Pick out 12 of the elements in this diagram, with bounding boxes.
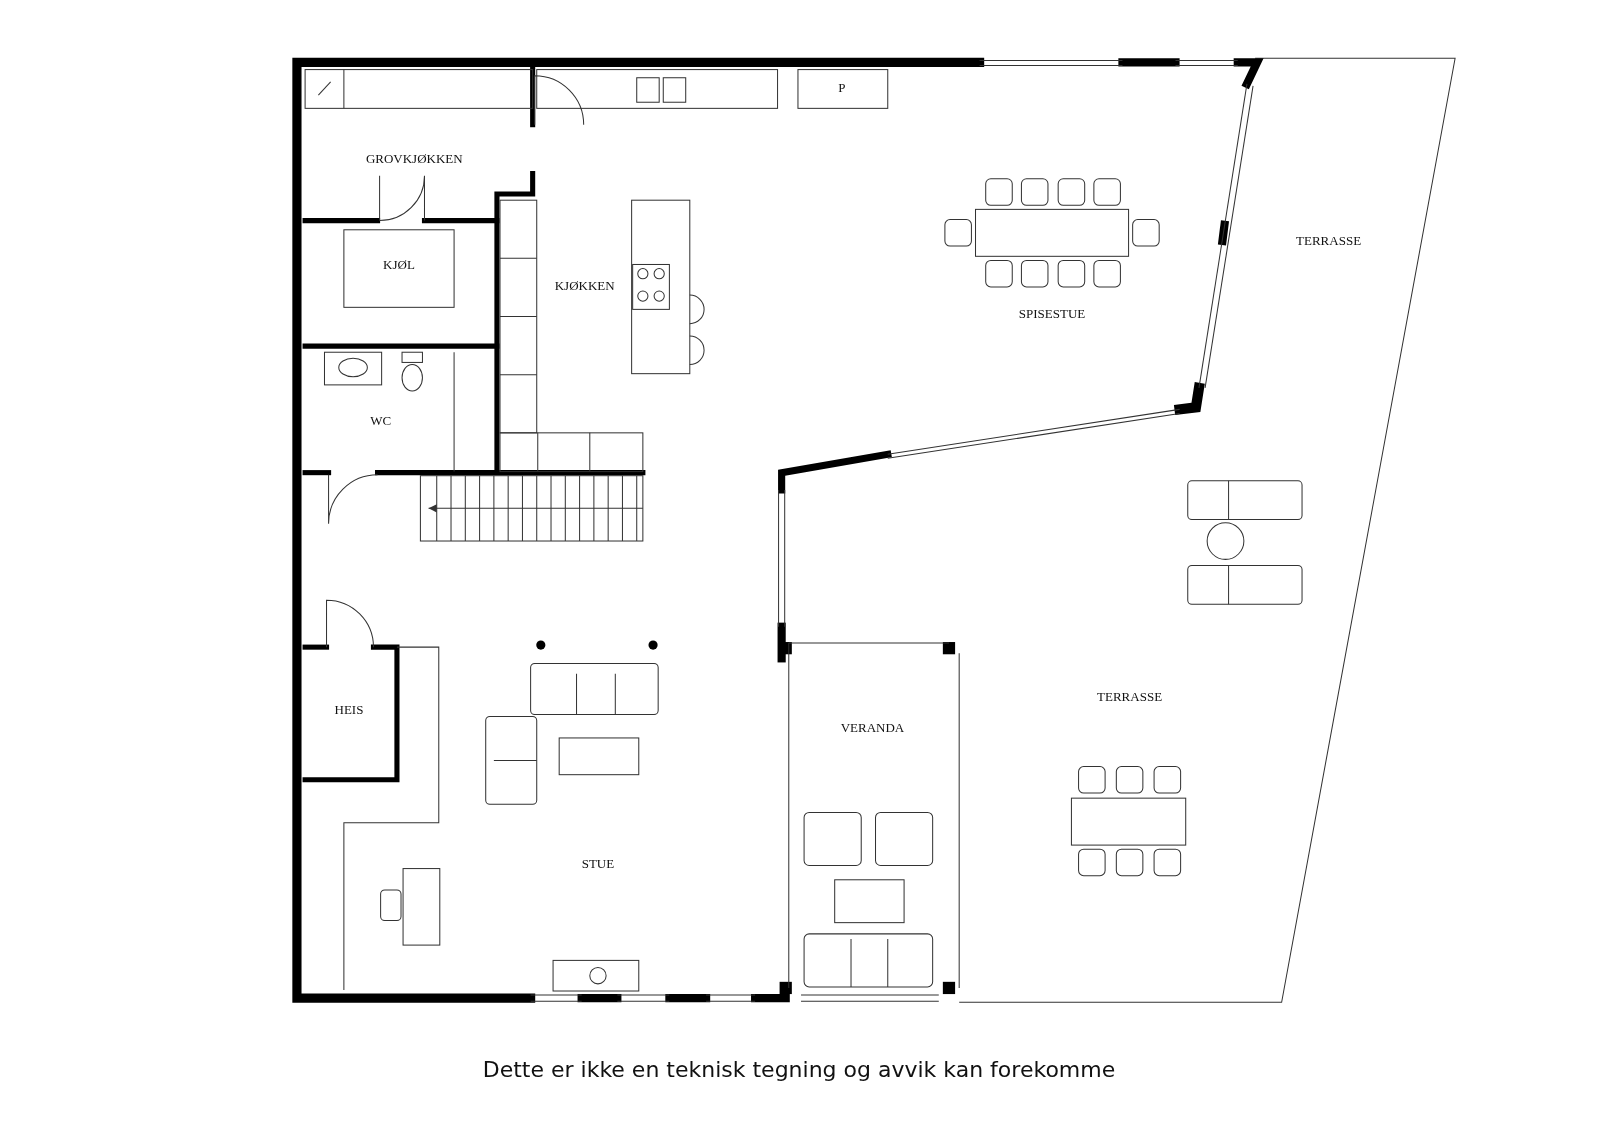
room-label: TERRASSE [1296,232,1362,249]
room-label: SPISESTUE [1018,306,1086,323]
room-label: KJØL [383,257,415,274]
room-label: HEIS [334,702,364,719]
room-label: KJØKKEN [554,277,615,294]
room-label: GROVKJØKKEN [365,151,463,168]
room-label: P [838,79,846,96]
room-label: TERRASSE [1097,688,1163,705]
room-label: VERANDA [840,719,905,736]
caption: Dette er ikke en teknisk tegning og avvik kan forekomme [482,1056,1116,1082]
room-label: WC [370,413,392,430]
room-label: STUE [581,856,615,873]
